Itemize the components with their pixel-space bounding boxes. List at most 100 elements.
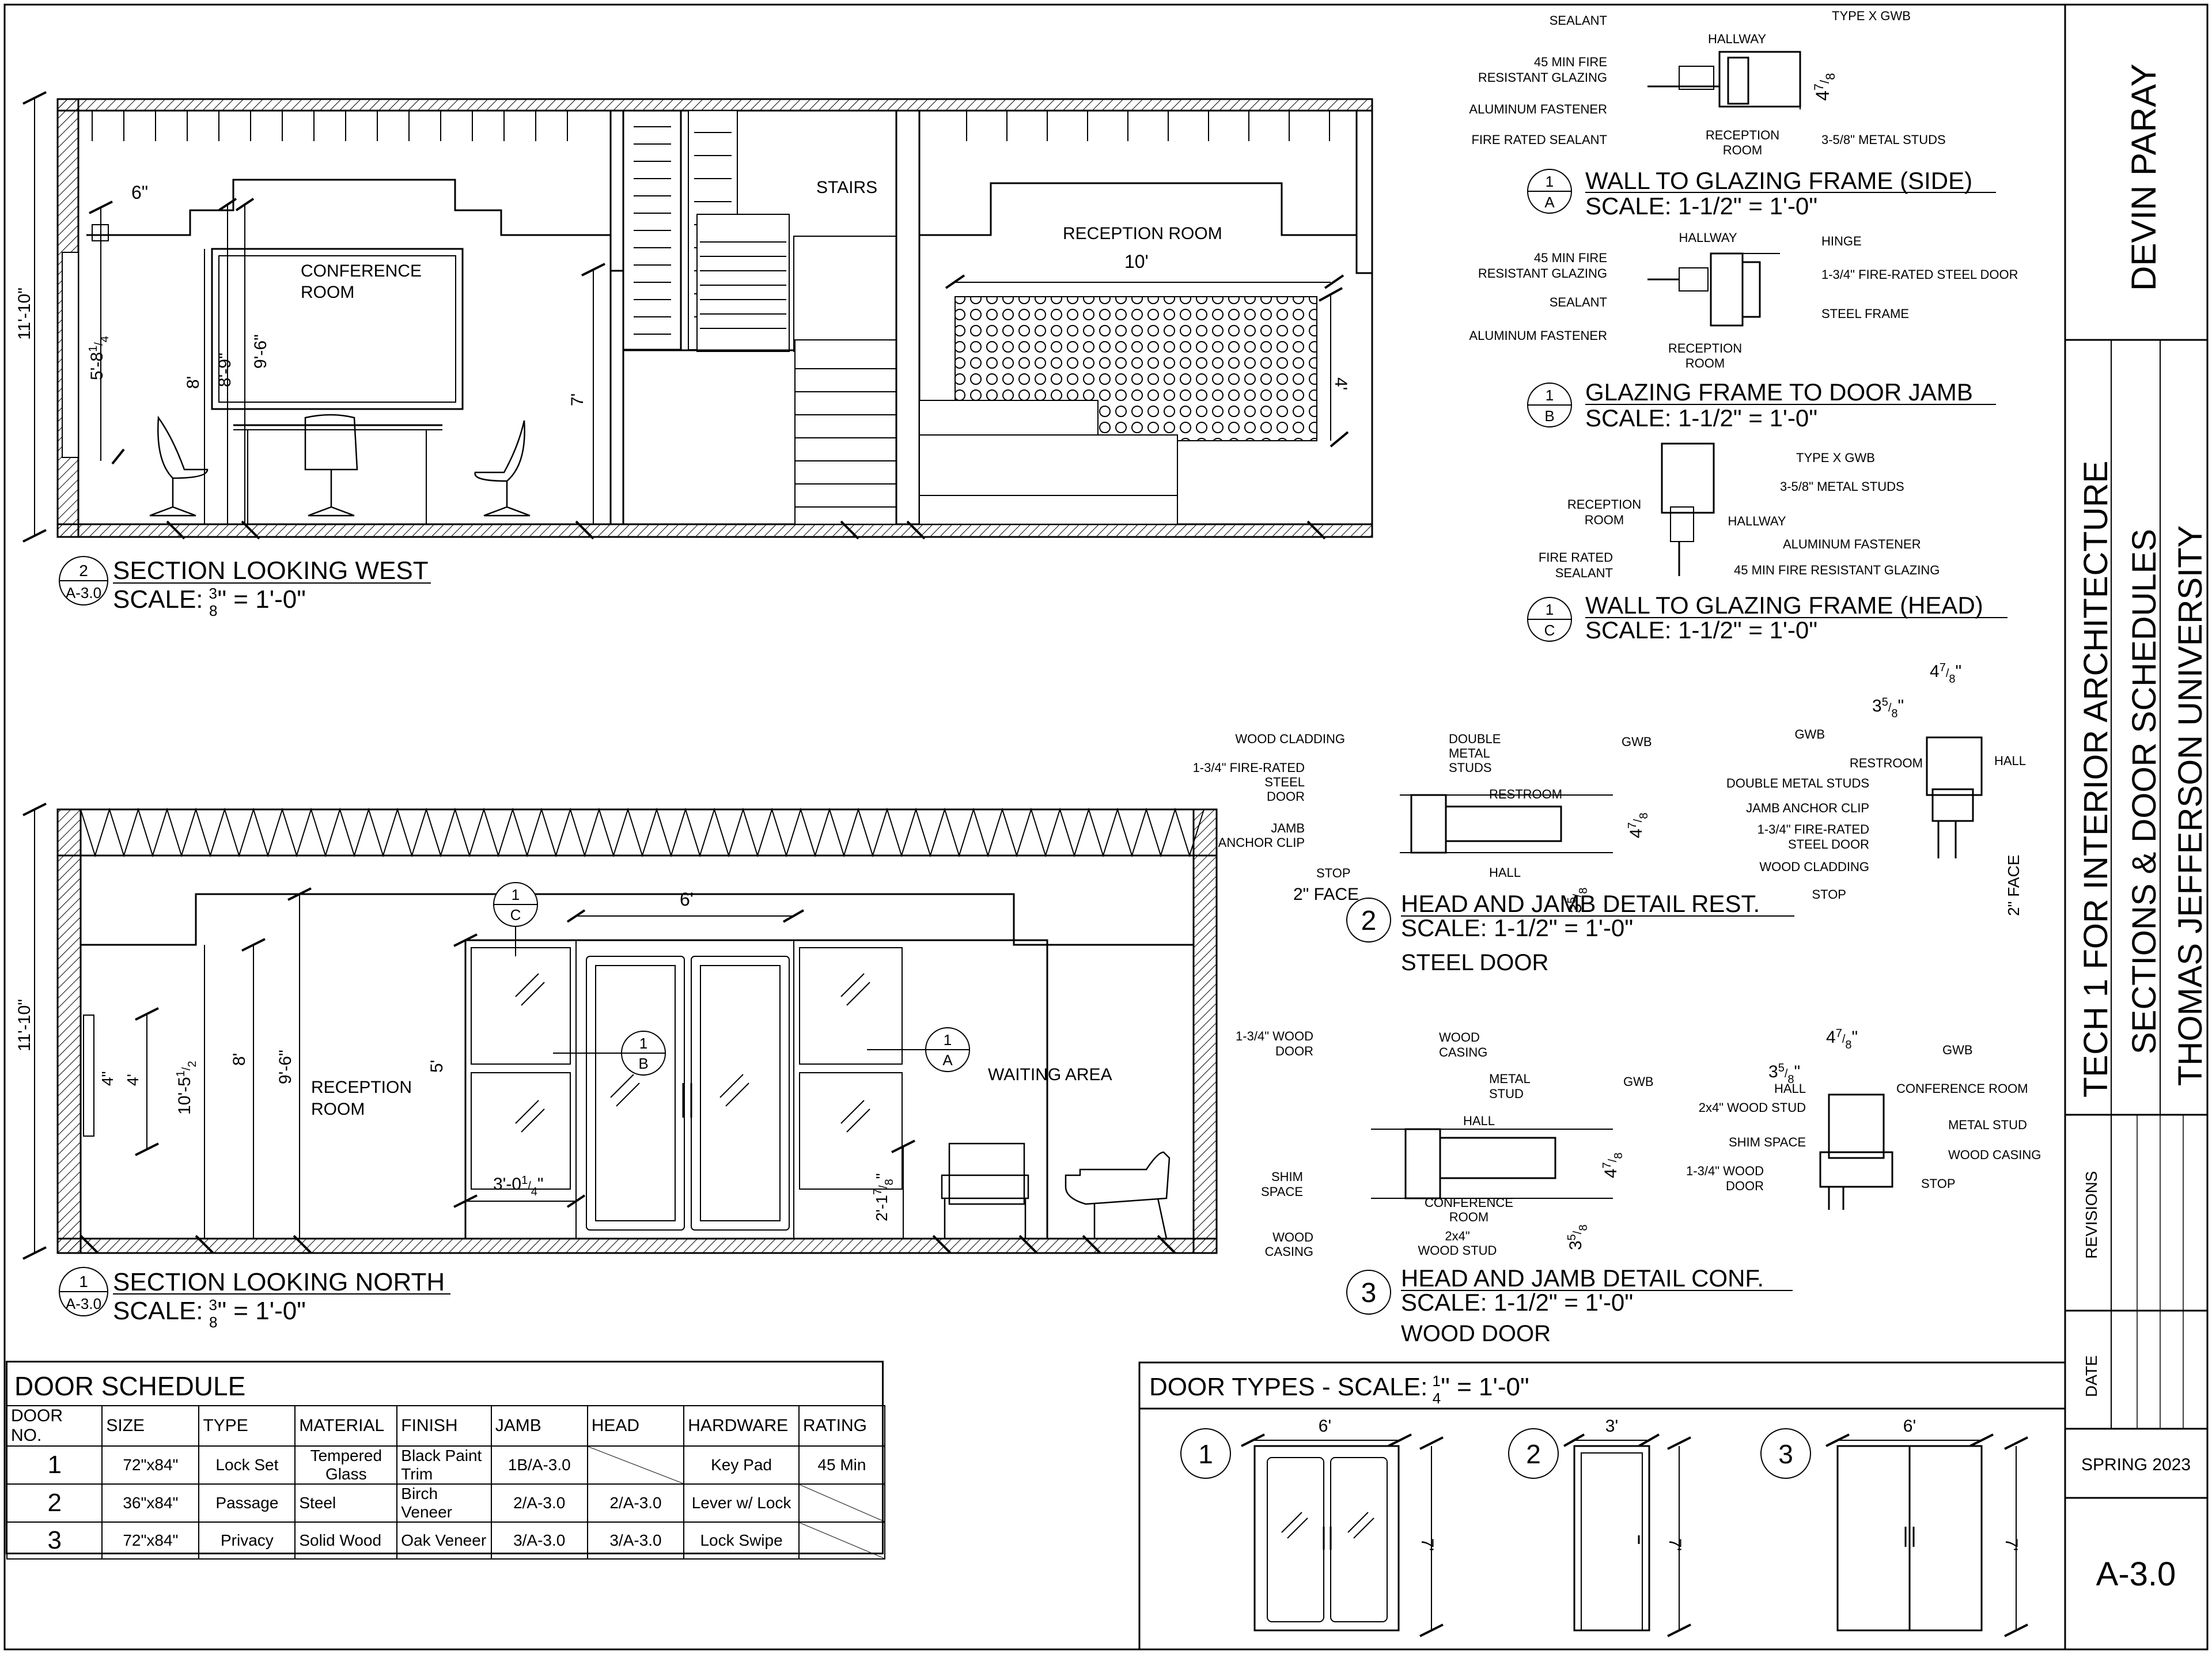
svg-text:3: 3: [1361, 1278, 1377, 1308]
svg-text:47/8": 47/8": [1930, 661, 1961, 686]
svg-text:35/8: 35/8: [1566, 888, 1590, 914]
svg-text:GWB: GWB: [1622, 735, 1652, 749]
sheet-border: [3, 3, 2209, 1651]
detail-1b: HALLWAY HINGE 45 MIN FIRE RESISTANT GLAZ…: [1469, 230, 2018, 432]
svg-text:SPACE: SPACE: [1261, 1184, 1303, 1199]
svg-text:STUD: STUD: [1489, 1087, 1524, 1101]
dim-west-11-10: 11'-10": [15, 287, 34, 340]
svg-text:JAMB ANCHOR CLIP: JAMB ANCHOR CLIP: [1746, 801, 1869, 815]
dim-north-2-1: 2'-17/8": [872, 1173, 896, 1221]
svg-text:45 MIN FIRE: 45 MIN FIRE: [1534, 55, 1607, 69]
detail-2: WOOD CLADDING 1-3/4" FIRE-RATED STEEL DO…: [1193, 661, 2026, 975]
section-north-labels: RECEPTION ROOM WAITING AREA 11'-10" 4" 4…: [15, 882, 1112, 1221]
svg-text:47/8: 47/8: [1812, 73, 1838, 101]
section-west-dimensions: [22, 91, 1349, 543]
svg-text:2: 2: [1361, 906, 1377, 936]
callout-1a: 1 A: [867, 1027, 970, 1072]
svg-text:HINGE: HINGE: [1821, 234, 1862, 248]
door-types-dimensions: [1241, 1433, 2028, 1637]
svg-text:7': 7': [2002, 1538, 2021, 1551]
svg-text:WOOD STUD: WOOD STUD: [1418, 1243, 1497, 1258]
svg-text:HALLWAY: HALLWAY: [1728, 514, 1786, 528]
svg-text:STOP: STOP: [1921, 1176, 1956, 1191]
section-west-drawing: [56, 98, 1373, 538]
svg-text:STEEL DOOR: STEEL DOOR: [1401, 950, 1548, 975]
svg-text:3': 3': [1605, 1417, 1618, 1436]
svg-text:JAMB: JAMB: [1271, 821, 1305, 835]
svg-text:C: C: [510, 906, 521, 923]
svg-text:3: 3: [1778, 1439, 1793, 1469]
dim-north-3-0: 3'-01/4": [493, 1174, 544, 1198]
svg-text:HALL: HALL: [1994, 754, 2026, 768]
svg-text:6': 6': [1903, 1417, 1916, 1436]
callout-1b: 1 B: [553, 1031, 666, 1076]
svg-text:STEEL FRAME: STEEL FRAME: [1821, 306, 1909, 321]
svg-text:METAL STUD: METAL STUD: [1948, 1118, 2027, 1132]
svg-text:METAL: METAL: [1489, 1072, 1531, 1086]
dim-west-10ft: 10': [1124, 251, 1149, 272]
svg-text:1-3/4" WOOD: 1-3/4" WOOD: [1236, 1029, 1313, 1043]
svg-text:WOOD: WOOD: [1272, 1230, 1313, 1244]
section-west-title-text: SECTION LOOKING WEST: [113, 557, 429, 585]
svg-text:RECEPTION: RECEPTION: [1668, 341, 1742, 355]
svg-text:GWB: GWB: [1623, 1074, 1654, 1089]
course-name: TECH 1 FOR INTERIOR ARCHITECTURE: [2077, 461, 2115, 1097]
section-north-drawing: [56, 807, 1218, 1254]
room-label-conference: CONFERENCE: [301, 262, 422, 281]
svg-text:RESTROOM: RESTROOM: [1850, 756, 1923, 770]
school-name: THOMAS JEFFERSON UNIVERSITY: [2172, 525, 2209, 1086]
svg-text:1: 1: [639, 1035, 647, 1052]
detail-1b-title: GLAZING FRAME TO DOOR JAMB: [1585, 379, 1973, 406]
svg-text:SEALANT: SEALANT: [1555, 566, 1613, 580]
dim-west-8-9: 8'-9": [215, 353, 234, 387]
dim-north-4ft: 4': [124, 1074, 142, 1086]
svg-text:ALUMINUM FASTENER: ALUMINUM FASTENER: [1783, 537, 1921, 551]
svg-text:C: C: [1544, 622, 1555, 639]
dim-west-4ft: 4': [1331, 377, 1350, 390]
svg-text:RECEPTION: RECEPTION: [1567, 497, 1641, 512]
svg-text:1: 1: [79, 1273, 88, 1290]
section-west-number: 2: [79, 562, 88, 580]
table-row: 1 72"x84" Lock Set Tempered Glass Black …: [6, 1445, 886, 1485]
dim-north-9-6: 9'-6": [276, 1050, 295, 1084]
section-north-dimensions: [22, 803, 1176, 1260]
svg-text:HALLWAY: HALLWAY: [1679, 230, 1737, 245]
room-label-reception-north-2: ROOM: [311, 1100, 365, 1119]
svg-text:WOOD DOOR: WOOD DOOR: [1401, 1321, 1551, 1346]
svg-text:DOOR: DOOR: [1726, 1179, 1764, 1193]
waiting-chairs: [941, 1142, 1171, 1239]
dim-north-11-10: 11'-10": [15, 999, 34, 1051]
dim-north-6ft: 6': [680, 889, 694, 910]
svg-text:SHIM SPACE: SHIM SPACE: [1729, 1135, 1806, 1149]
svg-text:3-5/8" METAL STUDS: 3-5/8" METAL STUDS: [1780, 479, 1904, 494]
svg-text:STOP: STOP: [1812, 887, 1846, 902]
svg-text:STEEL: STEEL: [1264, 775, 1305, 789]
svg-text:STUDS: STUDS: [1449, 760, 1492, 775]
svg-text:1-3/4" WOOD: 1-3/4" WOOD: [1686, 1164, 1764, 1178]
dim-west-6in: 6": [131, 182, 148, 203]
door-types-panel: [1138, 1361, 2066, 1651]
sheet-number: A-3.0: [2096, 1555, 2176, 1593]
svg-text:CASING: CASING: [1439, 1045, 1487, 1059]
detail-drawings: [1371, 51, 1983, 1210]
title-block-text: DEVIN PARAY TECH 1 FOR INTERIOR ARCHITEC…: [2077, 63, 2209, 1593]
svg-text:DOOR: DOOR: [1275, 1044, 1313, 1058]
designer-name: DEVIN PARAY: [2124, 63, 2163, 291]
svg-text:SCALE: 1-1/2" = 1'-0": SCALE: 1-1/2" = 1'-0": [1401, 1289, 1633, 1316]
svg-text:1: 1: [1546, 173, 1554, 190]
svg-text:ROOM: ROOM: [1723, 143, 1762, 157]
svg-text:CASING: CASING: [1265, 1244, 1313, 1259]
svg-text:WOOD: WOOD: [1439, 1030, 1480, 1044]
date-label: DATE: [2082, 1355, 2100, 1397]
door-schedule: DOOR SCHEDULE DOOR NO. SIZE TYPE MATERIA…: [6, 1361, 886, 1560]
svg-text:WOOD CLADDING: WOOD CLADDING: [1235, 732, 1345, 746]
svg-text:RESISTANT GLAZING: RESISTANT GLAZING: [1478, 70, 1607, 85]
svg-text:ALUMINUM FASTENER: ALUMINUM FASTENER: [1469, 102, 1607, 116]
detail-3: 1-3/4" WOOD DOOR WOOD CASING METAL STUD …: [1236, 1027, 2041, 1346]
conference-chairs: [149, 414, 531, 517]
svg-text:RECEPTION: RECEPTION: [1706, 128, 1779, 142]
revisions-label: REVISIONS: [2082, 1171, 2100, 1259]
svg-text:SCALE: 1-1/2" = 1'-0": SCALE: 1-1/2" = 1'-0": [1585, 404, 1817, 432]
